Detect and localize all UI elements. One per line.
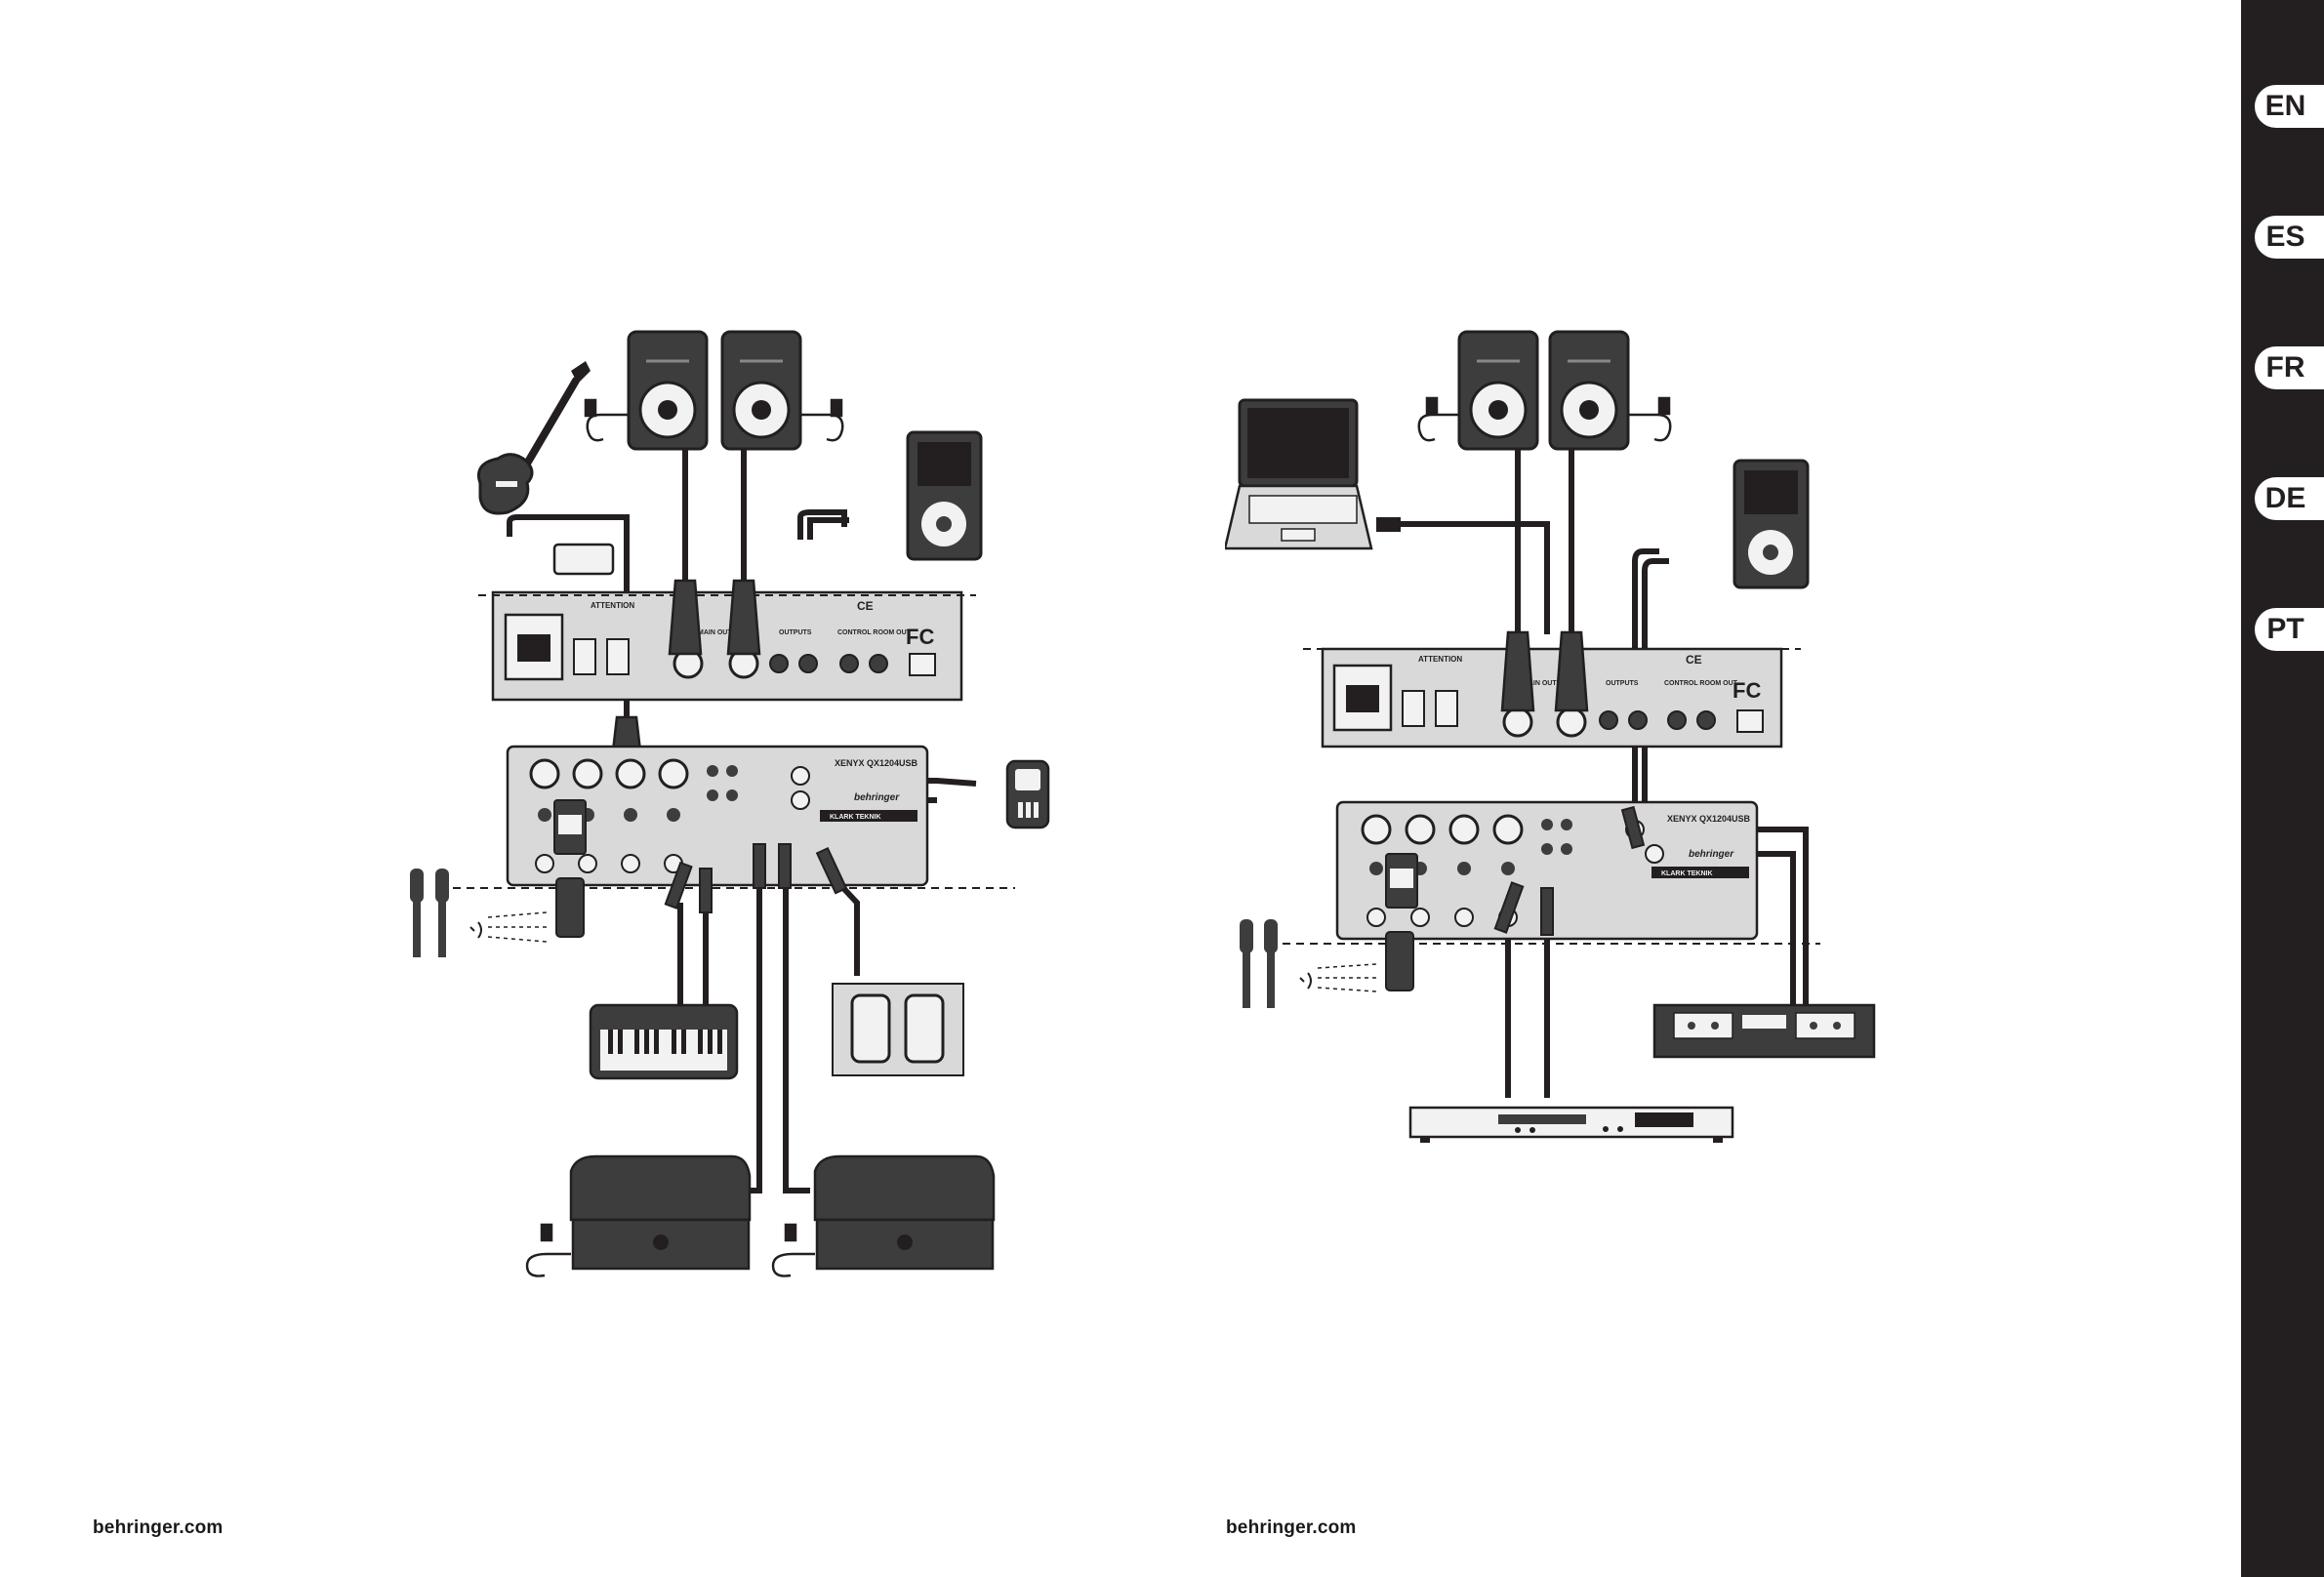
footer-url-right: behringer.com (1226, 1517, 1357, 1539)
mixer-model-label: XENYX QX1204USB (835, 758, 918, 768)
main-out-right-jack (1558, 708, 1585, 736)
mp3-cable-2 (810, 520, 849, 540)
language-sidebar: EN ES FR DE PT (2241, 0, 2324, 1577)
monitor-cable-2 (786, 883, 810, 1191)
laptop-icon (1225, 400, 1401, 548)
mixer-rear-panel: ATTENTION MAIN OUTPUTS OUTPUTS CONTROL R… (1303, 649, 1801, 747)
fcc-mark: FC (1733, 678, 1761, 703)
footswitch-icon (833, 984, 963, 1075)
attention-label: ATTENTION (1418, 655, 1462, 664)
mixer-model-label: XENYX QX1204USB (1667, 814, 1751, 824)
lang-tab-en[interactable]: EN (2255, 85, 2324, 128)
mixer-top-panel: XENYX QX1204USB behringer KLARK TEKNIK (439, 747, 1015, 888)
cassette-deck-icon (1654, 1005, 1874, 1057)
di-box (554, 545, 613, 574)
wiring-diagram-studio-setup: ATTENTION MAIN OUTPUTS OUTPUTS CONTROL R… (1225, 322, 1898, 1161)
mixer-rear-panel: ATTENTION MAIN OUTPUTS OUTPUTS CONTROL R… (478, 592, 976, 700)
midi-keyboard-icon (591, 1005, 737, 1078)
lang-tab-de[interactable]: DE (2255, 477, 2324, 520)
laptop-usb-cable (1396, 524, 1547, 634)
stage-monitor-right (815, 1156, 994, 1269)
klark-label: KLARK TEKNIK (1661, 870, 1713, 877)
klark-label: KLARK TEKNIK (830, 814, 881, 821)
fcc-mark: FC (906, 625, 934, 649)
mp3-player-icon (1734, 461, 1808, 587)
lang-tab-es[interactable]: ES (2255, 216, 2324, 259)
phantom-switch (1436, 691, 1457, 726)
stage-monitor-left (571, 1156, 750, 1269)
ce-mark: CE (857, 599, 874, 613)
mixer-brand-label: behringer (854, 792, 900, 803)
ce-mark: CE (1686, 653, 1702, 667)
usb-audio-interface (1007, 761, 1048, 828)
phantom-switch (607, 639, 629, 674)
lang-tab-fr[interactable]: FR (2255, 346, 2324, 389)
guitar-cable (510, 517, 627, 542)
lang-tab-pt[interactable]: PT (2255, 608, 2324, 651)
power-switch (574, 639, 595, 674)
monitor-cable-1 (738, 883, 759, 1191)
mp3-cable (800, 512, 844, 540)
outputs-label: OUTPUTS (1606, 680, 1639, 687)
pa-speaker-right (722, 332, 800, 449)
control-room-label: CONTROL ROOM OUT (837, 629, 912, 636)
control-room-label: CONTROL ROOM OUT (1664, 680, 1738, 687)
mp3-player-icon (908, 432, 981, 559)
pa-speaker-left (1459, 332, 1537, 449)
power-switch (1403, 691, 1424, 726)
outputs-label: OUTPUTS (779, 629, 812, 636)
mixer-brand-label: behringer (1689, 849, 1734, 860)
speaker-power-plugs (1419, 398, 1670, 440)
pa-speaker-right (1550, 332, 1628, 449)
bass-guitar-icon (478, 361, 591, 513)
main-out-left-jack (1504, 708, 1531, 736)
cd-player-icon (1410, 1108, 1733, 1143)
speaker-power-plugs (586, 400, 842, 440)
pa-speaker-left (629, 332, 707, 449)
attention-label: ATTENTION (591, 601, 634, 610)
wiring-diagram-live-setup: ATTENTION MAIN OUTPUTS OUTPUTS CONTROL R… (390, 317, 1093, 1283)
footer-url-left: behringer.com (93, 1517, 224, 1539)
